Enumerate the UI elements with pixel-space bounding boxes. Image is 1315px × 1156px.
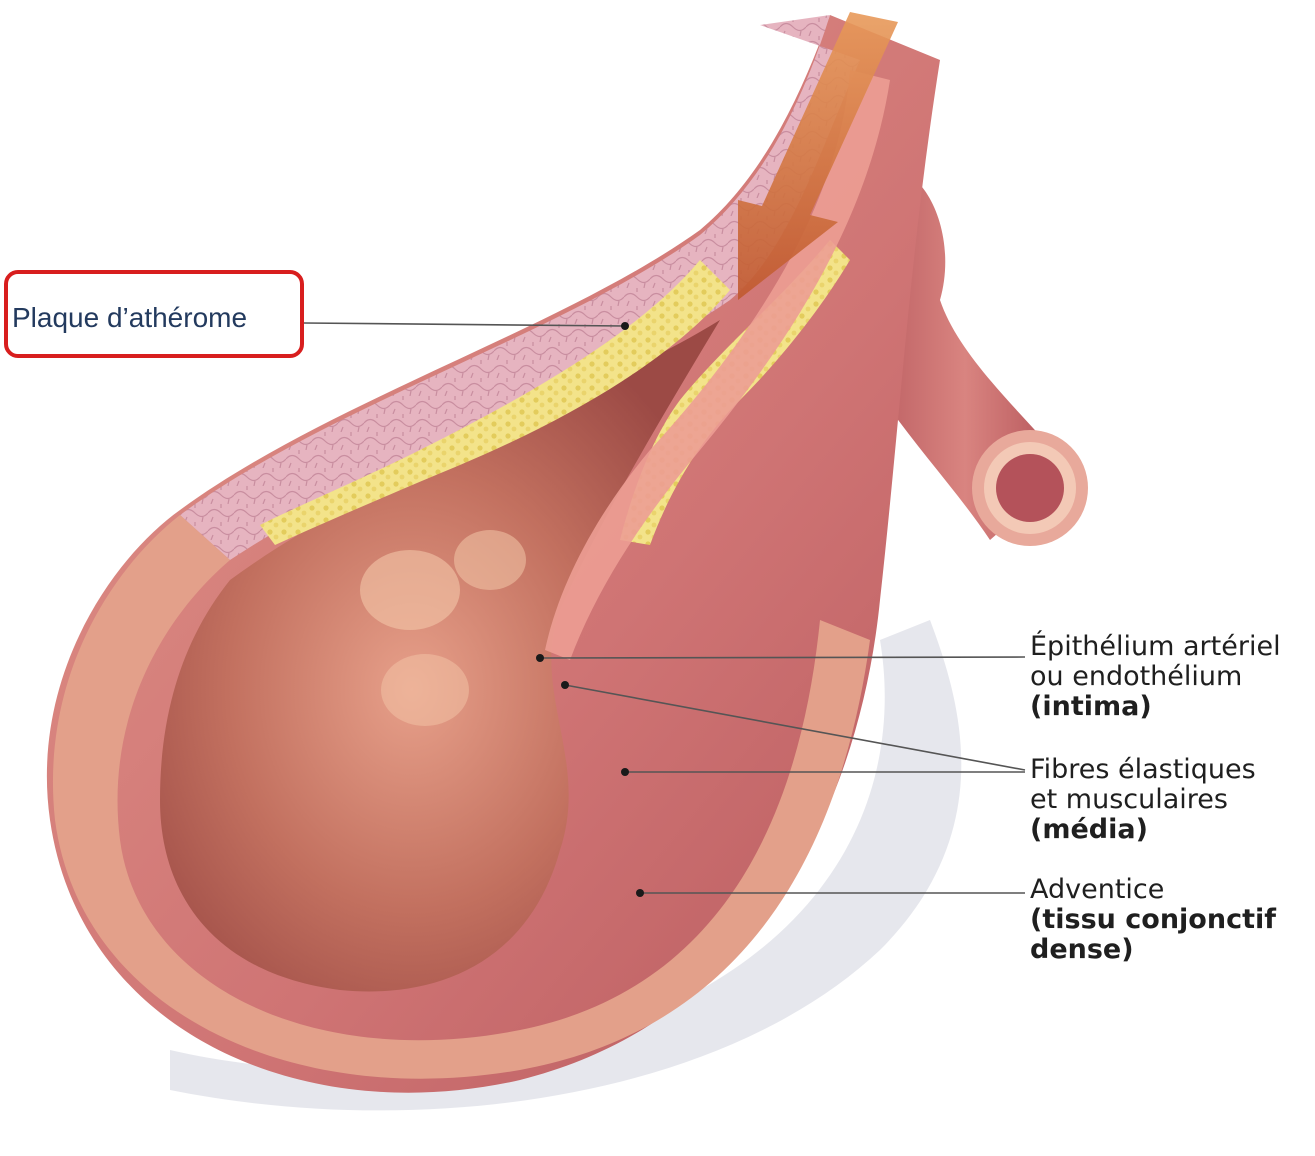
lumen-highlight-1 (360, 550, 460, 630)
lumen-highlight-3 (381, 654, 469, 726)
plaque-label: Plaque d’athérome (12, 303, 247, 333)
adventice-label: Adventice (tissu conjonctif dense) (1030, 875, 1276, 965)
intima-label: Épithélium artériel ou endothélium (inti… (1030, 632, 1281, 722)
dot-adventice (636, 889, 644, 897)
intima-line-3: (intima) (1030, 692, 1281, 722)
lumen-highlight-2 (454, 530, 526, 590)
dot-media-2 (621, 768, 629, 776)
adventice-line-3: dense) (1030, 935, 1276, 965)
leader-intima (540, 657, 1025, 658)
intima-line-1: Épithélium artériel (1030, 632, 1281, 662)
dot-intima (536, 654, 544, 662)
dot-media-1 (561, 681, 569, 689)
adventice-line-1: Adventice (1030, 875, 1276, 905)
intima-line-2: ou endothélium (1030, 662, 1281, 692)
media-line-3: (média) (1030, 815, 1256, 845)
media-line-2: et musculaires (1030, 785, 1256, 815)
adventice-line-2: (tissu conjonctif (1030, 905, 1276, 935)
branch-opening-inner (996, 454, 1064, 522)
media-line-1: Fibres élastiques (1030, 755, 1256, 785)
dot-plaque (621, 322, 629, 330)
media-label: Fibres élastiques et musculaires (média) (1030, 755, 1256, 845)
